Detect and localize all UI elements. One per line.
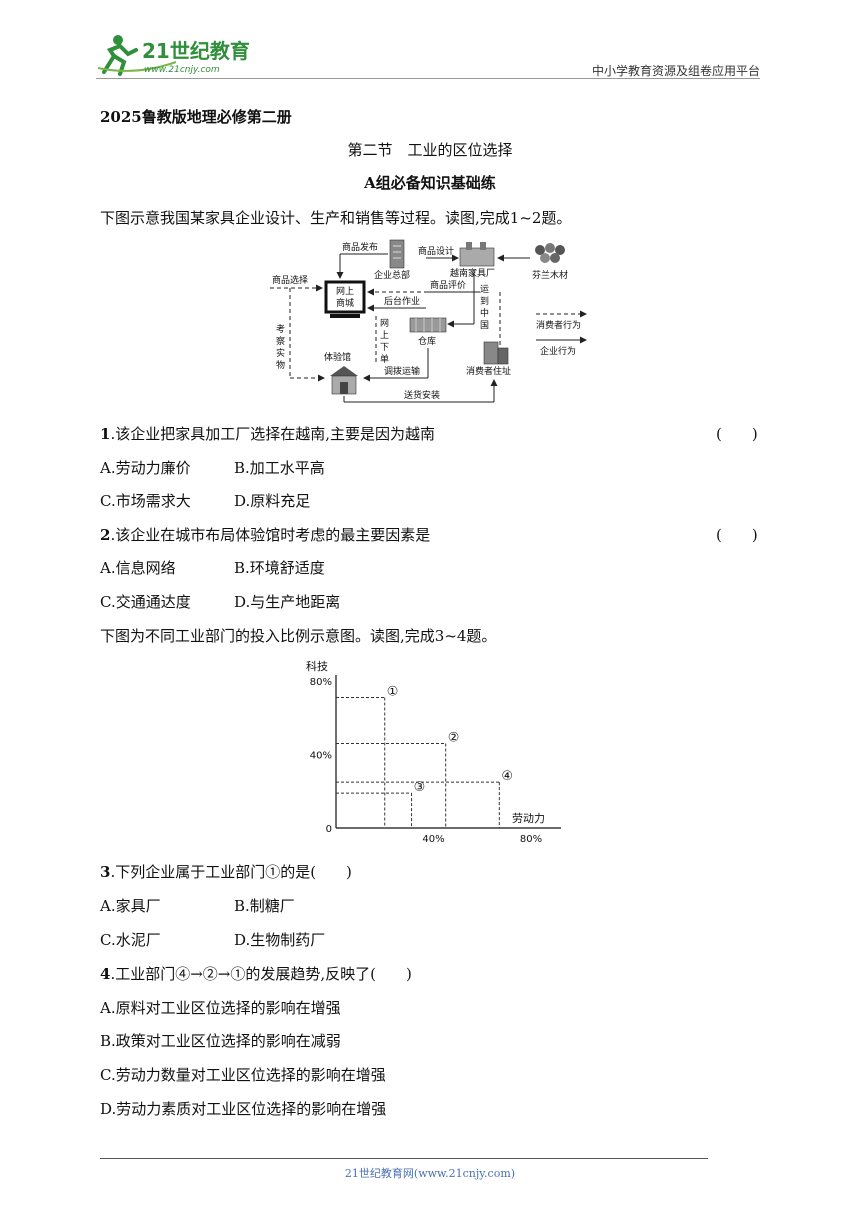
- chart-axes: [335, 675, 561, 829]
- group-title: A组必备知识基础练: [364, 174, 496, 192]
- q3-option-c: C.水泥厂: [100, 931, 161, 949]
- legend-consumer: 消费者行为: [536, 319, 581, 331]
- legend-enterprise: 企业行为: [540, 345, 576, 357]
- arrow-order-4: 单: [380, 353, 389, 365]
- arrow-order-3: 下: [380, 343, 389, 353]
- y-axis-label: 科技: [306, 659, 328, 673]
- timber-icon: [535, 243, 565, 263]
- header-divider: [96, 78, 760, 79]
- node-finland: 芬兰木材: [532, 269, 568, 281]
- arrow-ship-1: 运: [480, 284, 489, 295]
- intro-text-2: 下图为不同工业部门的投入比例示意图。读图,完成3~4题。: [100, 627, 497, 645]
- factory-icon: [459, 242, 495, 267]
- q2-text: .该企业在城市布局体验馆时考虑的最主要因素是: [110, 526, 431, 544]
- q4-option-d: D.劳动力素质对工业区位选择的影响在增强: [100, 1100, 387, 1118]
- chart-guides: [336, 697, 500, 828]
- arrow-ship-4: 国: [480, 320, 489, 331]
- doc-title: 2025鲁教版地理必修第二册: [100, 108, 292, 126]
- node-experience: 体验馆: [324, 351, 351, 363]
- section-title: 第二节 工业的区位选择: [347, 141, 513, 159]
- q1-text: .该企业把家具加工厂选择在越南,主要是因为越南: [110, 425, 435, 443]
- residence-icon: [483, 341, 509, 365]
- arrow-transfer: 调拨运输: [384, 365, 420, 377]
- q2-option-c: C.交通通达度: [100, 593, 191, 611]
- x-tick-label: 80%: [520, 834, 542, 845]
- node-vietnam: 越南家具厂: [450, 267, 495, 279]
- point-label: ④: [501, 769, 513, 784]
- chart-ticks: 0 40% 80% 40% 80%: [310, 677, 542, 845]
- q2-option-d: D.与生产地距离: [234, 593, 341, 611]
- node-mall-1: 网上: [336, 286, 354, 297]
- q4-option-c: C.劳动力数量对工业区位选择的影响在增强: [100, 1066, 386, 1084]
- point-label: ①: [387, 685, 399, 700]
- arrow-design: 商品设计: [418, 245, 454, 257]
- y-tick-label: 80%: [310, 677, 332, 688]
- point-label: ②: [448, 730, 460, 745]
- question-1: 1.该企业把家具加工厂选择在越南,主要是因为越南: [100, 423, 435, 444]
- arrow-ship-2: 到: [480, 295, 489, 307]
- footer-site: 21世纪教育网(www.21cnjy.com): [344, 1167, 516, 1180]
- question-4: 4.工业部门④→②→①的发展趋势,反映了( ): [100, 963, 412, 984]
- arrow-select: 商品选择: [272, 274, 308, 286]
- q2-answer-bracket: ( ): [716, 526, 758, 544]
- q1-answer-bracket: ( ): [716, 425, 758, 443]
- platform-name: 中小学教育资源及组卷应用平台: [591, 64, 760, 78]
- node-consumer: 消费者住址: [466, 365, 511, 377]
- page-header: 21世纪教育 www.21cnjy.com 中小学教育资源及组卷应用平台: [96, 28, 760, 80]
- logo-url: www.21cnjy.com: [144, 65, 220, 75]
- q4-text: .工业部门④→②→①的发展趋势,反映了( ): [110, 965, 412, 983]
- runner-icon: [97, 35, 177, 76]
- intro-text-1: 下图示意我国某家具企业设计、生产和销售等过程。读图,完成1~2题。: [100, 209, 572, 227]
- q1-number: 1: [100, 425, 111, 443]
- q3-number: 3: [100, 863, 111, 881]
- q3-option-a: A.家具厂: [100, 897, 161, 915]
- q4-option-b: B.政策对工业区位选择的影响在减弱: [100, 1032, 341, 1050]
- arrow-ship-3: 中: [480, 307, 489, 319]
- q4-number: 4: [100, 965, 111, 983]
- logo-text: 21世纪教育: [142, 39, 250, 63]
- arrow-publish: 商品发布: [342, 241, 378, 253]
- node-mall-2: 商城: [336, 297, 354, 309]
- q1-option-a: A.劳动力廉价: [100, 459, 191, 477]
- building-icon: [389, 239, 405, 269]
- question-2: 2.该企业在城市布局体验馆时考虑的最主要因素是: [100, 524, 430, 545]
- arrow-order-1: 网: [380, 318, 389, 329]
- arrow-inspect-1: 考: [276, 324, 285, 335]
- y-tick-label: 40%: [310, 751, 332, 762]
- question-3: 3.下列企业属于工业部门①的是( ): [100, 861, 352, 882]
- flow-diagram: 企业总部 越南家具厂 芬兰木材 商品设计 商品发布 网上 商城 商: [270, 239, 587, 403]
- q1-option-b: B.加工水平高: [234, 459, 325, 477]
- logo: 21世纪教育 www.21cnjy.com: [97, 35, 250, 76]
- node-warehouse: 仓库: [418, 335, 436, 347]
- q1-option-c: C.市场需求大: [100, 492, 191, 510]
- q1-option-d: D.原料充足: [234, 492, 311, 510]
- q3-option-d: D.生物制药厂: [234, 931, 326, 949]
- x-axis-label: 劳动力: [512, 812, 545, 825]
- monitor-icon: [324, 280, 366, 318]
- footer-divider: [100, 1158, 708, 1159]
- arrow-order-2: 上: [380, 330, 389, 341]
- node-hq: 企业总部: [374, 269, 410, 281]
- arrow-backend: 后台作业: [384, 295, 420, 307]
- chart-points: ① ② ③ ④: [387, 685, 513, 796]
- arrow-inspect-2: 察: [276, 335, 285, 347]
- q3-option-b: B.制糖厂: [234, 897, 295, 915]
- x-tick-label: 40%: [422, 834, 444, 845]
- arrow-inspect-3: 实: [276, 347, 285, 359]
- point-label: ③: [414, 780, 426, 795]
- q2-option-b: B.环境舒适度: [234, 559, 325, 577]
- warehouse-icon: [409, 317, 447, 333]
- q4-option-a: A.原料对工业区位选择的影响在增强: [100, 999, 341, 1017]
- arrow-evaluate: 商品评价: [430, 279, 466, 291]
- arrow-inspect-4: 物: [276, 359, 285, 371]
- y-tick-label: 0: [326, 824, 332, 835]
- q2-option-a: A.信息网络: [100, 559, 176, 577]
- q3-text: .下列企业属于工业部门①的是( ): [110, 863, 352, 881]
- store-icon: [330, 366, 358, 395]
- input-ratio-chart: 科技 劳动力 0 40% 80% 40% 80% ① ② ③ ④: [306, 659, 561, 845]
- q2-number: 2: [100, 526, 111, 544]
- arrow-deliver: 送货安装: [404, 389, 440, 401]
